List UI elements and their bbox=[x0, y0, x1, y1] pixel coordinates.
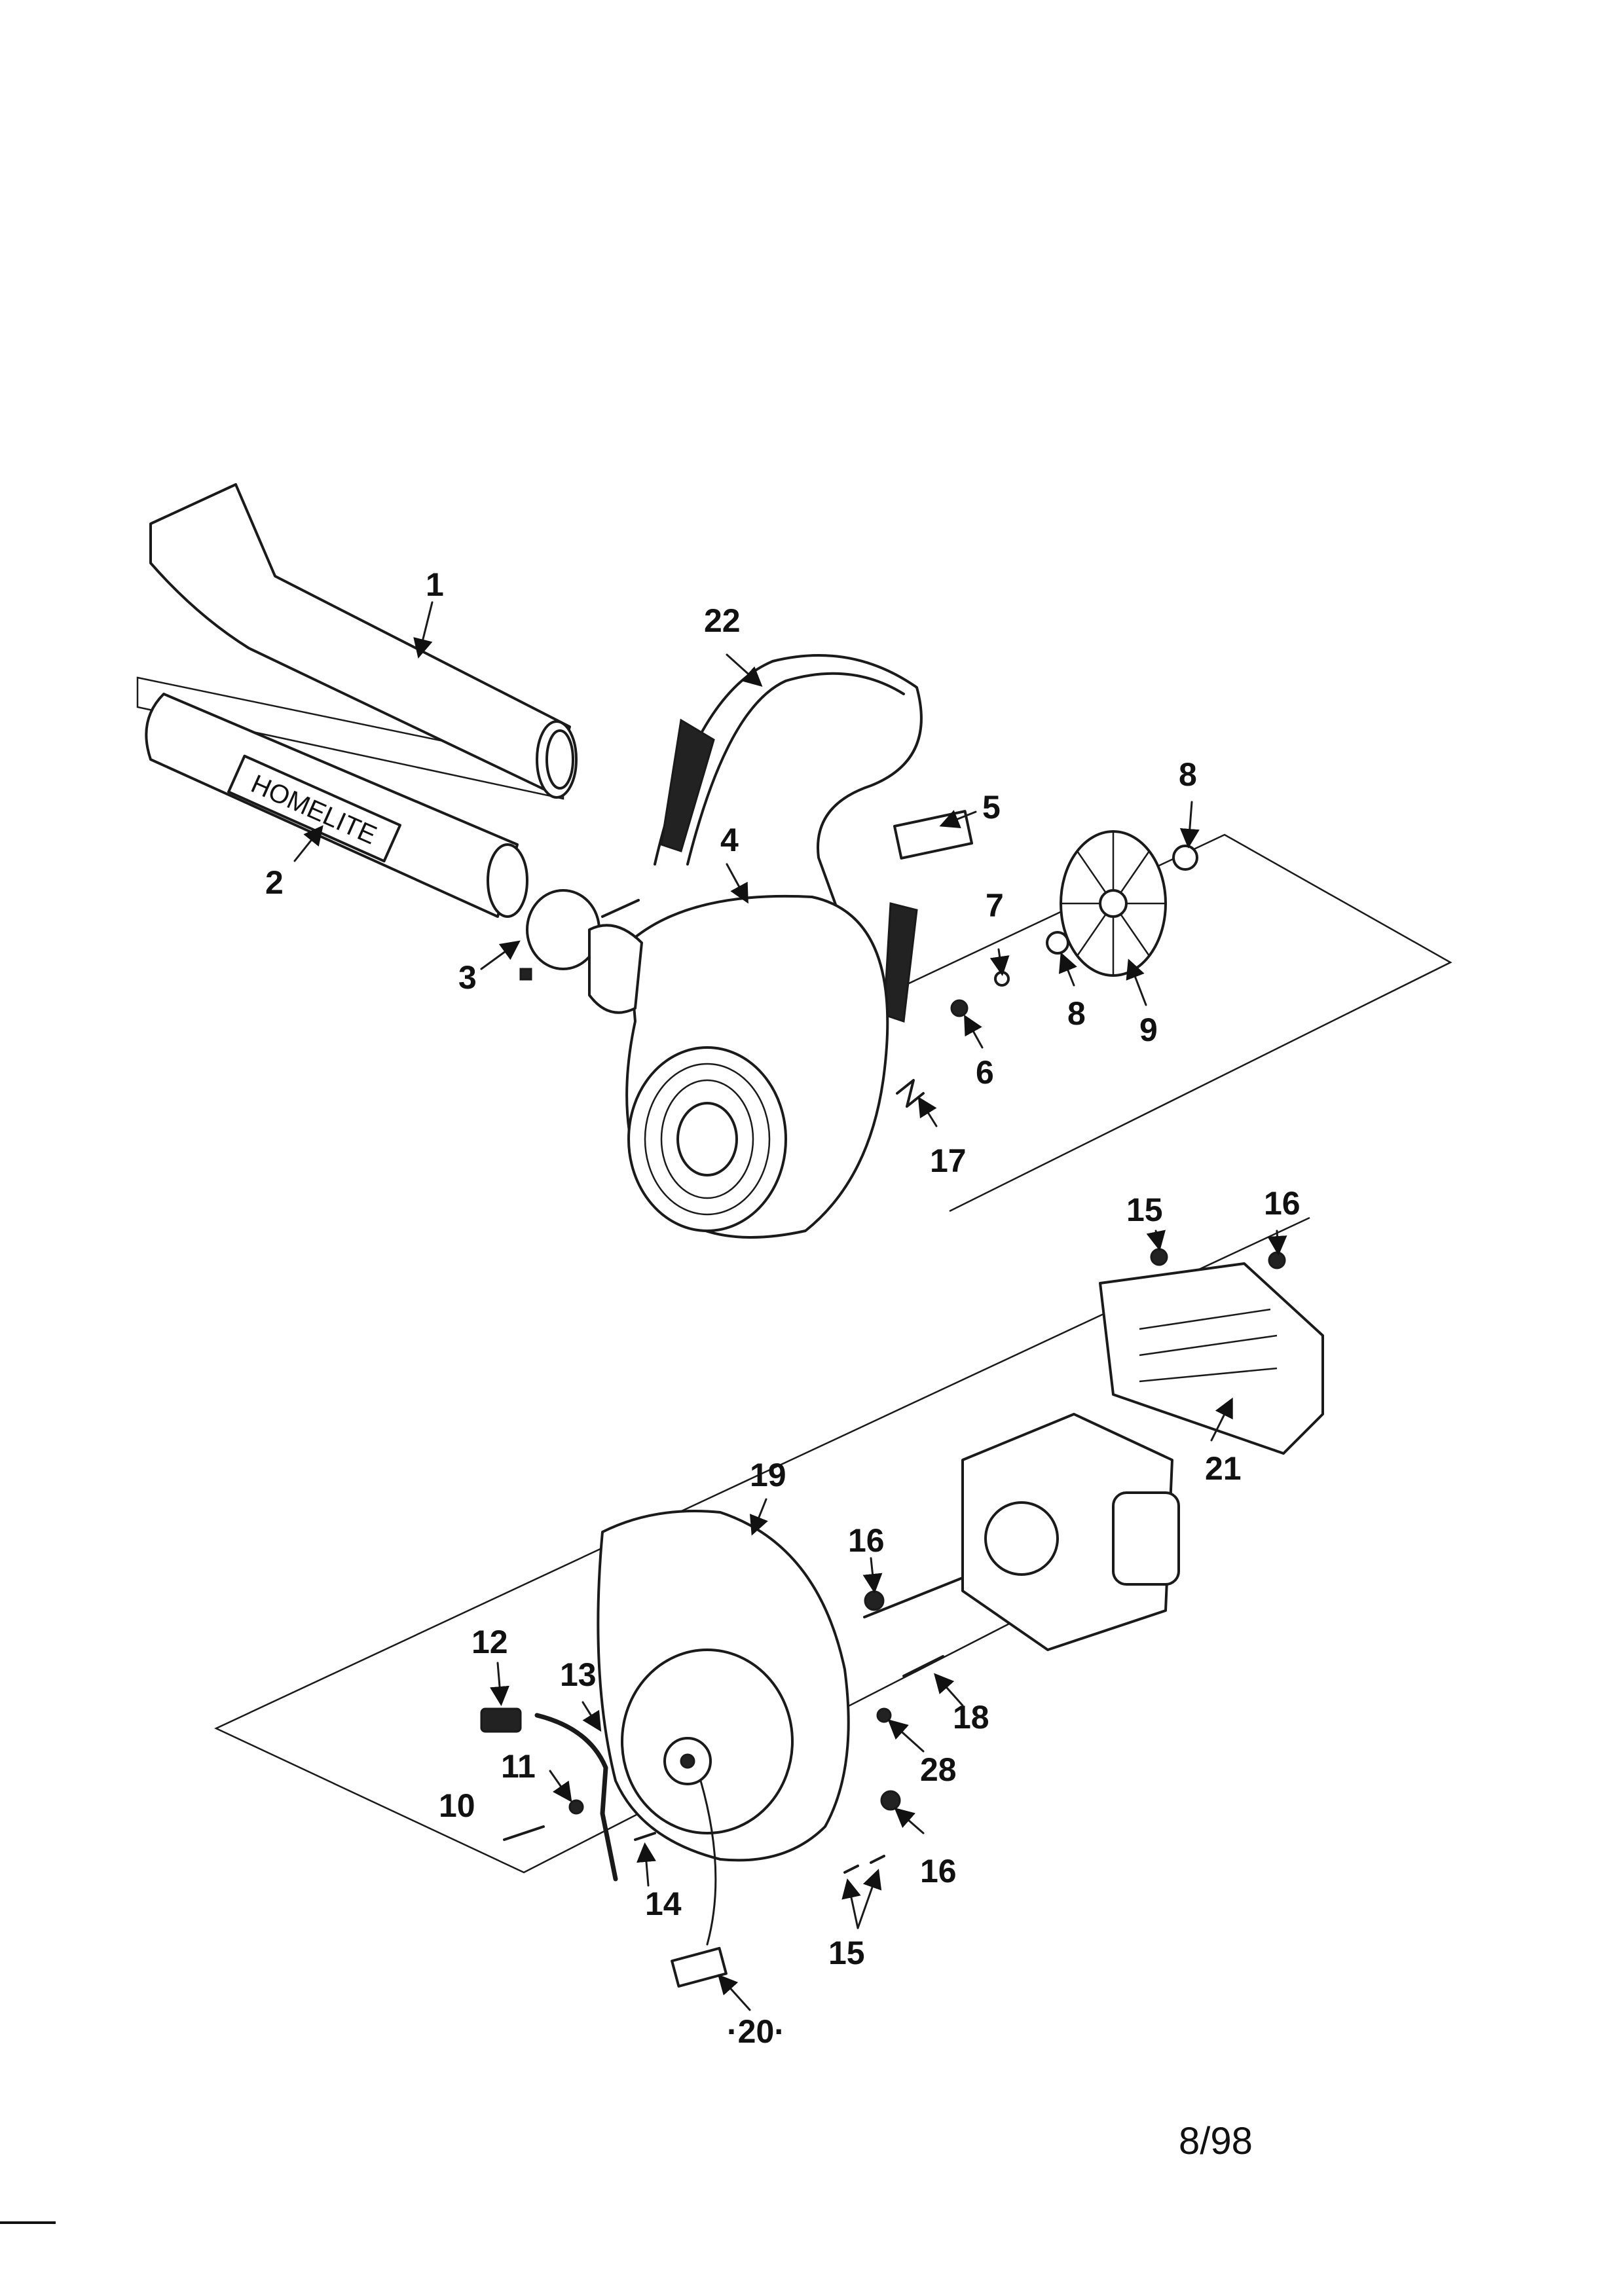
callout-8a: 8 bbox=[1067, 995, 1086, 1032]
part-7-washer bbox=[994, 971, 1010, 987]
date-code: 8/98 bbox=[1179, 2120, 1253, 2162]
callout-19: 19 bbox=[750, 1457, 786, 1493]
callout-9: 9 bbox=[1139, 1011, 1158, 1048]
callout-28: 28 bbox=[920, 1751, 957, 1788]
callout-11: 11 bbox=[501, 1748, 536, 1785]
callout-15b: 15 bbox=[828, 1935, 865, 1971]
part-14-screw bbox=[634, 1832, 656, 1841]
callout-10: 10 bbox=[439, 1787, 475, 1824]
callout-6: 6 bbox=[976, 1054, 994, 1091]
part-10-screw bbox=[503, 1825, 545, 1841]
callout-12: 12 bbox=[471, 1624, 508, 1660]
part-1-nozzle-tube bbox=[136, 483, 578, 800]
part-22-shoulder-strap bbox=[654, 654, 923, 1023]
part-6-nut bbox=[950, 999, 969, 1017]
callout-16b: 16 bbox=[848, 1522, 885, 1559]
callout-16c: 16 bbox=[920, 1853, 957, 1889]
callout-5: 5 bbox=[982, 789, 1001, 826]
part-16-screw-b bbox=[864, 1590, 885, 1611]
callout-18: 18 bbox=[953, 1699, 989, 1736]
callout-17: 17 bbox=[930, 1142, 967, 1179]
part-8-spacer-b bbox=[1172, 845, 1198, 871]
part-12-switch-cap bbox=[480, 1707, 522, 1733]
upper-plane-outline bbox=[772, 833, 1452, 1212]
callout-22: 22 bbox=[704, 602, 741, 639]
part-28-screw bbox=[876, 1707, 892, 1723]
part-20-label bbox=[671, 1946, 728, 1988]
part-21-muffler-shroud bbox=[1099, 1262, 1324, 1455]
callout-15a: 15 bbox=[1126, 1192, 1163, 1228]
part-9-fan-impeller bbox=[1060, 830, 1167, 977]
part-18-bolt bbox=[902, 1655, 944, 1677]
callout-21: 21 bbox=[1205, 1450, 1242, 1487]
part-15-screw-a bbox=[1150, 1248, 1168, 1266]
callout-2: 2 bbox=[265, 864, 284, 901]
part-13-wire bbox=[534, 1713, 618, 1882]
leader-lines bbox=[293, 601, 1287, 2011]
part-15-screws-b bbox=[843, 1855, 885, 1874]
part-11-nut bbox=[568, 1799, 584, 1815]
engine-assembly bbox=[863, 1413, 1180, 1651]
part-4-blower-housing bbox=[588, 894, 889, 1239]
callout-13: 13 bbox=[560, 1656, 597, 1693]
callout-16a: 16 bbox=[1264, 1185, 1301, 1222]
callout-14: 14 bbox=[645, 1886, 682, 1922]
callout-3: 3 bbox=[458, 959, 477, 996]
callout-1: 1 bbox=[426, 566, 444, 603]
callout-4: 4 bbox=[720, 822, 739, 858]
callout-20: ·20· bbox=[727, 2013, 785, 2050]
part-17-clip bbox=[896, 1079, 925, 1108]
part-16-screw-a bbox=[1268, 1251, 1286, 1269]
part-19-back-housing bbox=[597, 1510, 850, 1862]
callout-7: 7 bbox=[986, 887, 1004, 924]
callout-8b: 8 bbox=[1179, 756, 1197, 793]
part-16-screw-c bbox=[880, 1790, 901, 1811]
